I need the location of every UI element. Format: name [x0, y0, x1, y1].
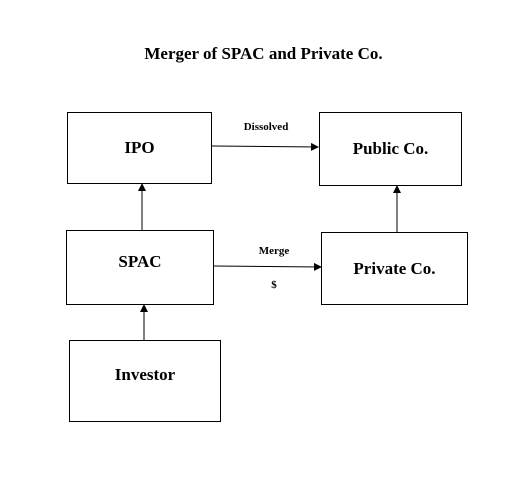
merge-edge-label: Merge: [258, 245, 290, 257]
investor-box: Investor: [69, 340, 221, 422]
ipo-box: IPO: [67, 112, 212, 184]
spac-label: SPAC: [118, 251, 162, 271]
arrow-spac-to-private-co: [213, 262, 322, 271]
ipo-label: IPO: [124, 138, 155, 157]
dollar-edge-label: $: [271, 279, 277, 291]
public-co-box: Public Co.: [319, 112, 462, 186]
private-co-label: Private Co.: [353, 258, 436, 278]
public-co-label: Public Co.: [352, 139, 429, 158]
arrow-ipo-to-public-co: [211, 142, 319, 151]
investor-label: Investor: [114, 365, 176, 384]
dissolved-edge-label: Dissolved: [243, 121, 289, 133]
private-co-box: Private Co.: [321, 232, 468, 305]
diagram-title: Merger of SPAC and Private Co.: [144, 44, 383, 63]
spac-box: SPAC: [66, 230, 214, 305]
